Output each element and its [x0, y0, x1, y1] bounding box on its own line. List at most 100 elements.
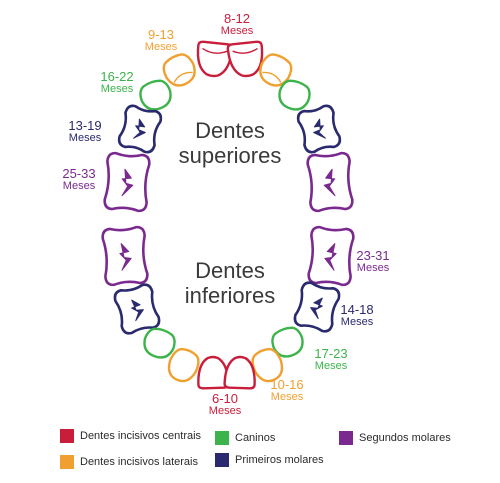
tooth-outline [259, 53, 293, 87]
lower-canine-right [271, 326, 304, 358]
unit-text: Meses [340, 315, 374, 328]
range-text: 10-16 [270, 377, 304, 392]
tooth-outline [167, 347, 200, 383]
label-upper-lateral: 9-13 Meses [134, 28, 188, 53]
legend-canines: Caninos [215, 431, 275, 445]
tooth-outline [293, 281, 341, 333]
range-text: 16-22 [100, 69, 134, 84]
label-upper-central: 8-12 Meses [210, 12, 264, 37]
upper-central-incisor-right [226, 40, 264, 78]
unit-text: Meses [356, 261, 390, 274]
unit-text: Meses [314, 359, 348, 372]
molar-fissure [121, 168, 134, 197]
lower-central-incisor-left [197, 355, 230, 390]
tooth-outline [197, 355, 230, 390]
range-text: 6-10 [211, 391, 239, 406]
range-text: 13-19 [68, 118, 102, 133]
molar-fissure [131, 299, 144, 322]
label-upper-first-molar: 13-19 Meses [58, 119, 112, 144]
tooth-edge-line [173, 71, 193, 83]
label-upper-canine: 16-22 Meses [90, 70, 144, 95]
tooth-outline [306, 151, 354, 213]
unit-text: Meses [270, 390, 304, 403]
unit-text: Meses [220, 24, 254, 37]
tooth-outline [296, 104, 342, 154]
tooth-outline [143, 327, 176, 359]
upper-canine-left [139, 79, 172, 111]
label-upper-second-molar: 25-33 Meses [52, 167, 106, 192]
legend-first-molars: Primeiros molares [215, 453, 324, 467]
upper-first-molar-right [296, 104, 342, 154]
upper-lateral-incisor-right [259, 53, 293, 87]
tooth-outline [271, 326, 304, 358]
lower-teeth-title: Dentes inferiores [150, 258, 310, 309]
tooth-edge-line [262, 71, 282, 83]
legend-label: Dentes incisivos centrais [80, 430, 202, 442]
molar-fissure [323, 168, 336, 197]
unit-text: Meses [100, 82, 134, 95]
molar-fissure [310, 297, 323, 320]
range-text: 8-12 [223, 11, 251, 26]
legend-swatch [60, 429, 74, 443]
range-text: 17-23 [314, 346, 348, 361]
label-lower-first-molar: 14-18 Meses [330, 303, 384, 328]
label-lower-second-molar: 23-31 Meses [346, 249, 400, 274]
tooth-outline [101, 225, 149, 287]
upper-central-incisor-left [196, 40, 234, 78]
lower-first-molar-right [293, 281, 341, 333]
tooth-outline [278, 79, 311, 111]
unit-text: Meses [68, 131, 102, 144]
range-text: 23-31 [356, 248, 390, 263]
tooth-outline [226, 40, 264, 78]
legend-label: Caninos [235, 432, 276, 444]
legend-swatch [339, 431, 353, 445]
range-text: 9-13 [147, 27, 175, 42]
molar-fissure [313, 118, 326, 139]
upper-second-molar-right [306, 151, 354, 213]
upper-title-line-1: Dentes [195, 118, 265, 143]
lower-title-line-2: inferiores [184, 283, 276, 309]
lower-second-molar-right [307, 225, 355, 287]
legend-label: Segundos molares [359, 432, 451, 444]
lower-title-line-1: Dentes [195, 258, 265, 283]
lower-second-molar-left [101, 225, 149, 287]
lower-canine-left [143, 327, 176, 359]
legend-central-incisors: Dentes incisivos centrais [60, 429, 201, 443]
tooth-outline [117, 104, 163, 154]
tooth-outline [113, 283, 161, 335]
molar-fissure [119, 243, 132, 271]
legend-label: Primeiros molares [235, 454, 324, 466]
tooth-outline [103, 151, 151, 213]
tooth-edge-line [202, 48, 228, 54]
lower-central-incisor-right [223, 355, 256, 390]
label-lower-lateral: 10-16 Meses [260, 378, 314, 403]
legend-swatch [60, 455, 74, 469]
upper-first-molar-left [117, 104, 163, 154]
upper-canine-right [278, 79, 311, 111]
tooth-outline [162, 53, 196, 87]
legend-swatch [215, 453, 229, 467]
legend-swatch [215, 431, 229, 445]
unit-text: Meses [208, 404, 242, 417]
unit-text: Meses [144, 40, 178, 53]
tooth-outline [223, 355, 256, 390]
tooth-edge-line [232, 48, 258, 54]
range-text: 14-18 [340, 302, 374, 317]
label-lower-central: 6-10 Meses [198, 392, 252, 417]
lower-first-molar-left [113, 283, 161, 335]
molar-fissure [133, 118, 146, 139]
upper-teeth-title: Dentes superiores [150, 118, 310, 169]
legend-label: Dentes incisivos laterais [80, 456, 198, 468]
range-text: 25-33 [62, 166, 96, 181]
tooth-outline [307, 225, 355, 287]
tooth-outline [139, 79, 172, 111]
upper-title-line-2: superiores [178, 143, 282, 169]
upper-second-molar-left [103, 151, 151, 213]
legend-second-molars: Segundos molares [339, 431, 451, 445]
lower-lateral-incisor-left [167, 347, 200, 383]
legend-lateral-incisors: Dentes incisivos laterais [60, 455, 198, 469]
label-lower-canine: 17-23 Meses [304, 347, 358, 372]
unit-text: Meses [62, 179, 96, 192]
